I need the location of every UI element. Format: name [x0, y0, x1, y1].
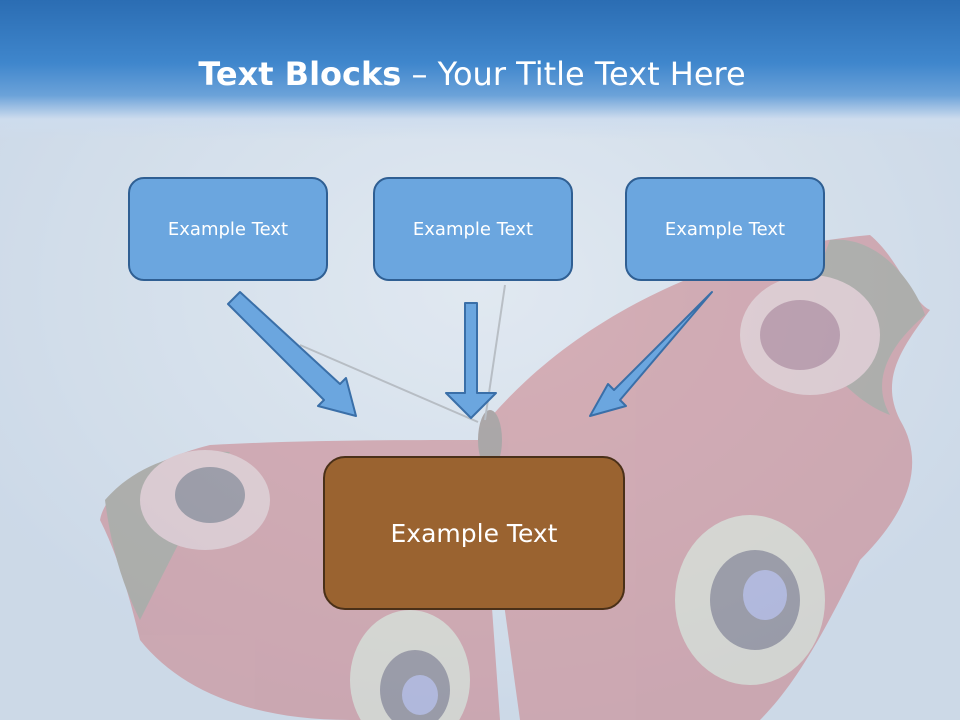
text-block-center-label: Example Text — [412, 218, 534, 240]
arrow-left-icon — [227, 291, 357, 417]
text-block-bottom-label: Example Text — [390, 518, 558, 548]
arrow-center-icon — [445, 302, 497, 419]
text-block-center[interactable]: Example Text — [373, 177, 573, 281]
page-title: Text Blocks – Your Title Text Here — [0, 55, 944, 93]
text-block-right[interactable]: Example Text — [625, 177, 825, 281]
arrow-right-icon — [589, 291, 713, 417]
title-bar — [0, 0, 960, 140]
text-block-left-label: Example Text — [167, 218, 289, 240]
title-regular-part: Your Title Text Here — [437, 55, 746, 93]
title-dash: – — [401, 55, 438, 93]
title-bold-part: Text Blocks — [198, 55, 402, 93]
text-block-right-label: Example Text — [664, 218, 786, 240]
text-block-bottom[interactable]: Example Text — [323, 456, 625, 610]
text-block-left[interactable]: Example Text — [128, 177, 328, 281]
